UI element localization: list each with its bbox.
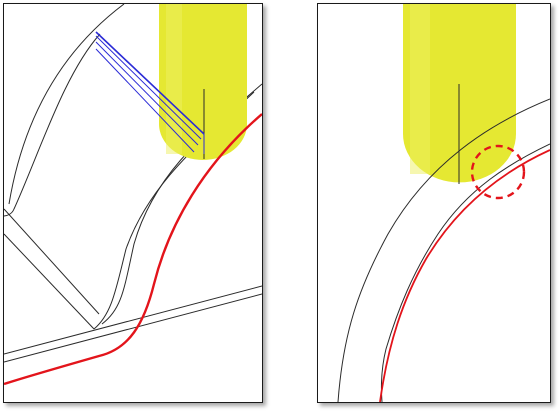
approach-line <box>95 41 199 146</box>
cutter-highlight <box>410 4 430 174</box>
part-floor-edge-upper <box>4 285 262 355</box>
part-outer-arc <box>8 4 125 205</box>
part-strut-edge-lower <box>4 233 95 330</box>
toolpath-curve <box>379 149 550 402</box>
approach-lines <box>95 31 205 154</box>
ball-end-mill-icon <box>403 4 516 184</box>
approach-line <box>95 35 202 140</box>
part-inner-curve <box>4 33 101 217</box>
detail-panel <box>317 3 551 403</box>
part-floor-edge-lower <box>4 293 262 363</box>
detail-drawing <box>337 4 550 402</box>
dashed-circle-icon <box>470 144 526 200</box>
overview-drawing <box>4 4 262 386</box>
ball-end-mill-icon <box>159 4 247 160</box>
approach-line <box>95 31 205 135</box>
part-strut-edge-upper <box>4 208 100 315</box>
part-outer-arc <box>337 98 550 402</box>
overview-panel <box>3 3 263 403</box>
toolpath-curve <box>4 113 262 386</box>
approach-line <box>95 48 195 153</box>
part-inner-arc <box>381 143 550 402</box>
